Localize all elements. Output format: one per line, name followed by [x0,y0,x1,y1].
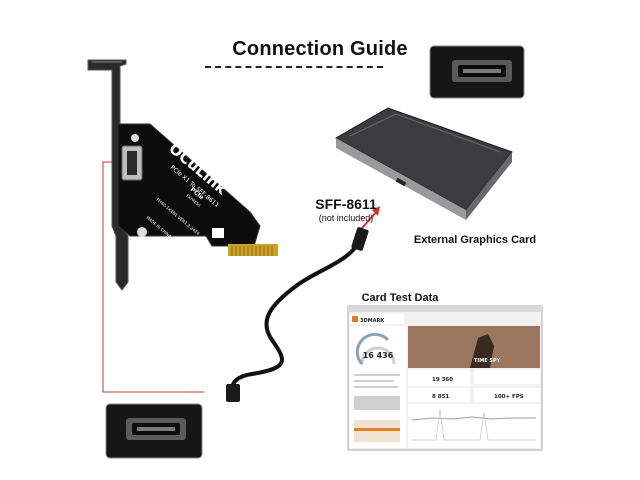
external-gpu-enclosure [334,107,513,220]
fps-value: 100+ FPS [494,394,524,400]
top-port-inset [429,45,525,99]
brand-label: 3DMARK [360,318,385,324]
graphics-score: 19 360 [432,377,453,383]
external-card-label: External Graphics Card [413,234,537,246]
pcie-bracket [87,59,129,291]
leader-line-bottom [102,161,204,393]
cable-label: SFF-8611 [315,196,377,212]
overall-score: 16 436 [363,351,394,360]
bottom-port-inset [105,403,203,459]
diagram-title: Connection Guide [232,38,408,60]
pcb-logo [212,228,224,238]
benchmark-name: TIME SPY [474,358,501,364]
sff-8611-cable [226,206,380,402]
cable-note: (not included) [318,213,374,223]
benchmark-screenshot: 3DMARK 16 436 TIME SPY 19 360 8 851 100+… [347,305,543,451]
test-data-label: Card Test Data [361,292,439,304]
oculink-adapter-card: OCuLink PCIe X1 To SFF-8611 PH40-1X4N1 V… [117,123,278,256]
title-underline [205,66,383,68]
cpu-score: 8 851 [432,394,449,400]
